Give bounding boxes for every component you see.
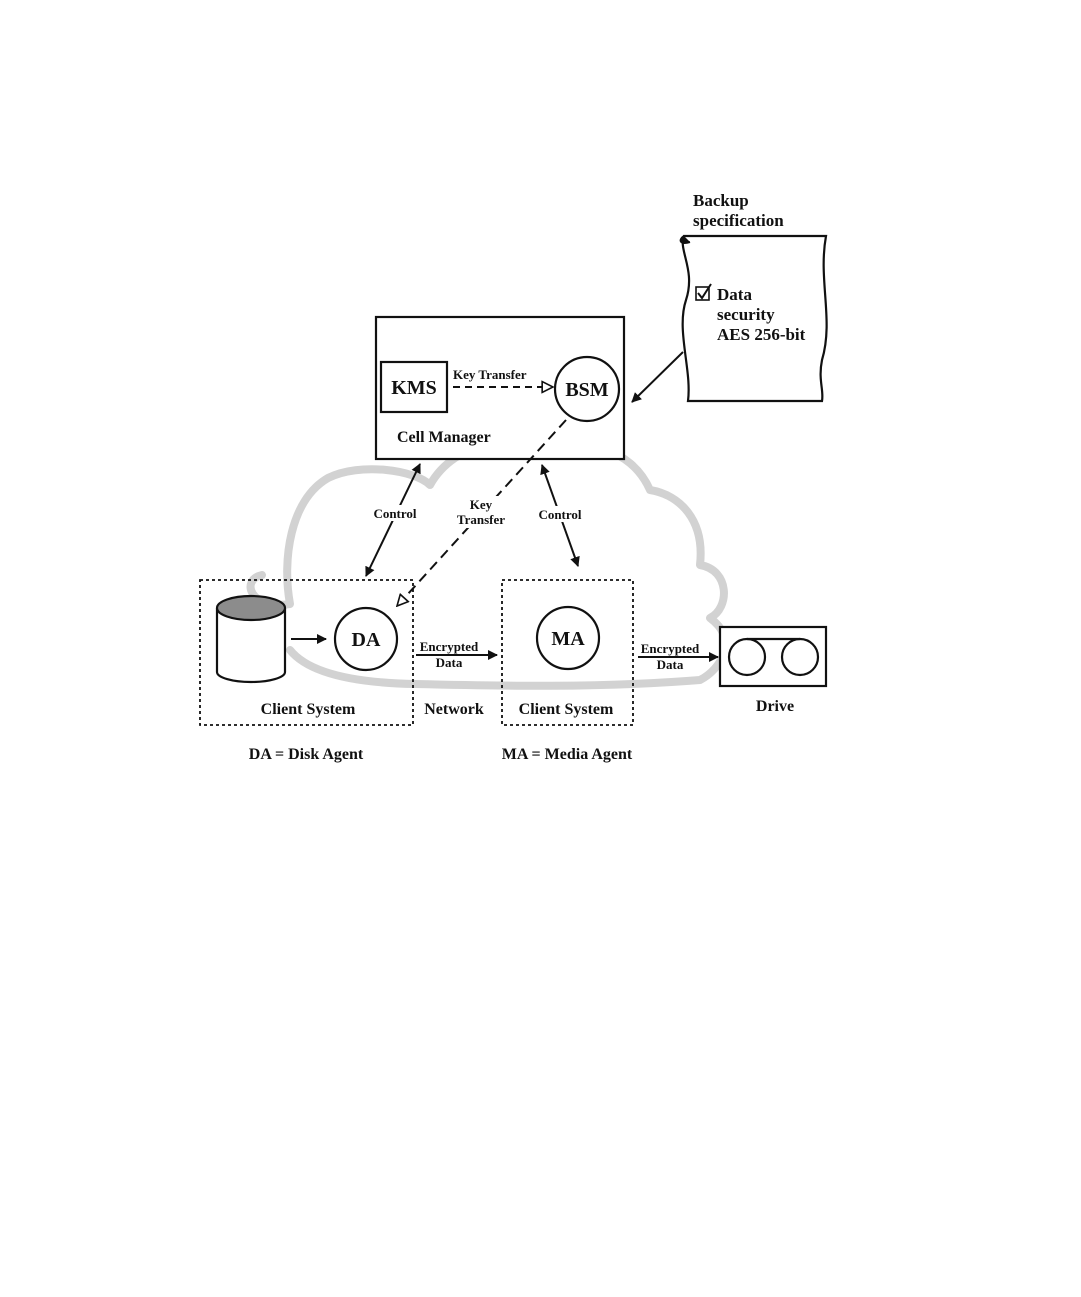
kms-label: KMS: [391, 377, 437, 399]
client-system-left-label: Client System: [261, 701, 356, 718]
control-right-label: Control: [538, 507, 581, 522]
legend-ma: MA = Media Agent: [502, 746, 633, 763]
encrypted-data-1-line2: Data: [436, 655, 463, 670]
cell-manager: KMS BSM Key Transfer Cell Manager: [376, 317, 624, 459]
control-left-label: Control: [373, 506, 416, 521]
backup-specification: Backup specification Data security AES 2…: [681, 191, 827, 401]
disk-icon: [217, 596, 285, 682]
encrypted-data-2-line2: Data: [657, 657, 684, 672]
data-security-line2: security: [717, 305, 775, 324]
data-security-line3: AES 256-bit: [717, 325, 806, 344]
client-system-left: DA Client System: [200, 580, 413, 725]
client-system-right: MA Client System: [502, 580, 633, 725]
encrypted-data-2-line1: Encrypted: [641, 641, 700, 656]
key-transfer-2-line2: Transfer: [457, 512, 505, 527]
network-label: Network: [424, 701, 484, 718]
spec-to-bsm-arrow: [632, 352, 683, 402]
checkbox-checked-icon: [696, 284, 711, 300]
bsm-label: BSM: [565, 379, 608, 401]
da-label: DA: [352, 629, 381, 651]
drive-label: Drive: [756, 698, 794, 715]
key-transfer-label: Key Transfer: [453, 367, 527, 382]
backup-spec-title-line2: specification: [693, 211, 784, 230]
data-security-checkbox-label: Data: [717, 285, 752, 304]
drive: Drive: [720, 627, 826, 715]
backup-spec-title-line1: Backup: [693, 191, 749, 210]
key-transfer-2-line1: Key: [470, 497, 493, 512]
ma-label: MA: [551, 628, 585, 650]
client-system-right-label: Client System: [519, 701, 614, 718]
cell-manager-label: Cell Manager: [397, 429, 491, 446]
legend-da: DA = Disk Agent: [249, 746, 364, 763]
encrypted-data-1-line1: Encrypted: [420, 639, 479, 654]
